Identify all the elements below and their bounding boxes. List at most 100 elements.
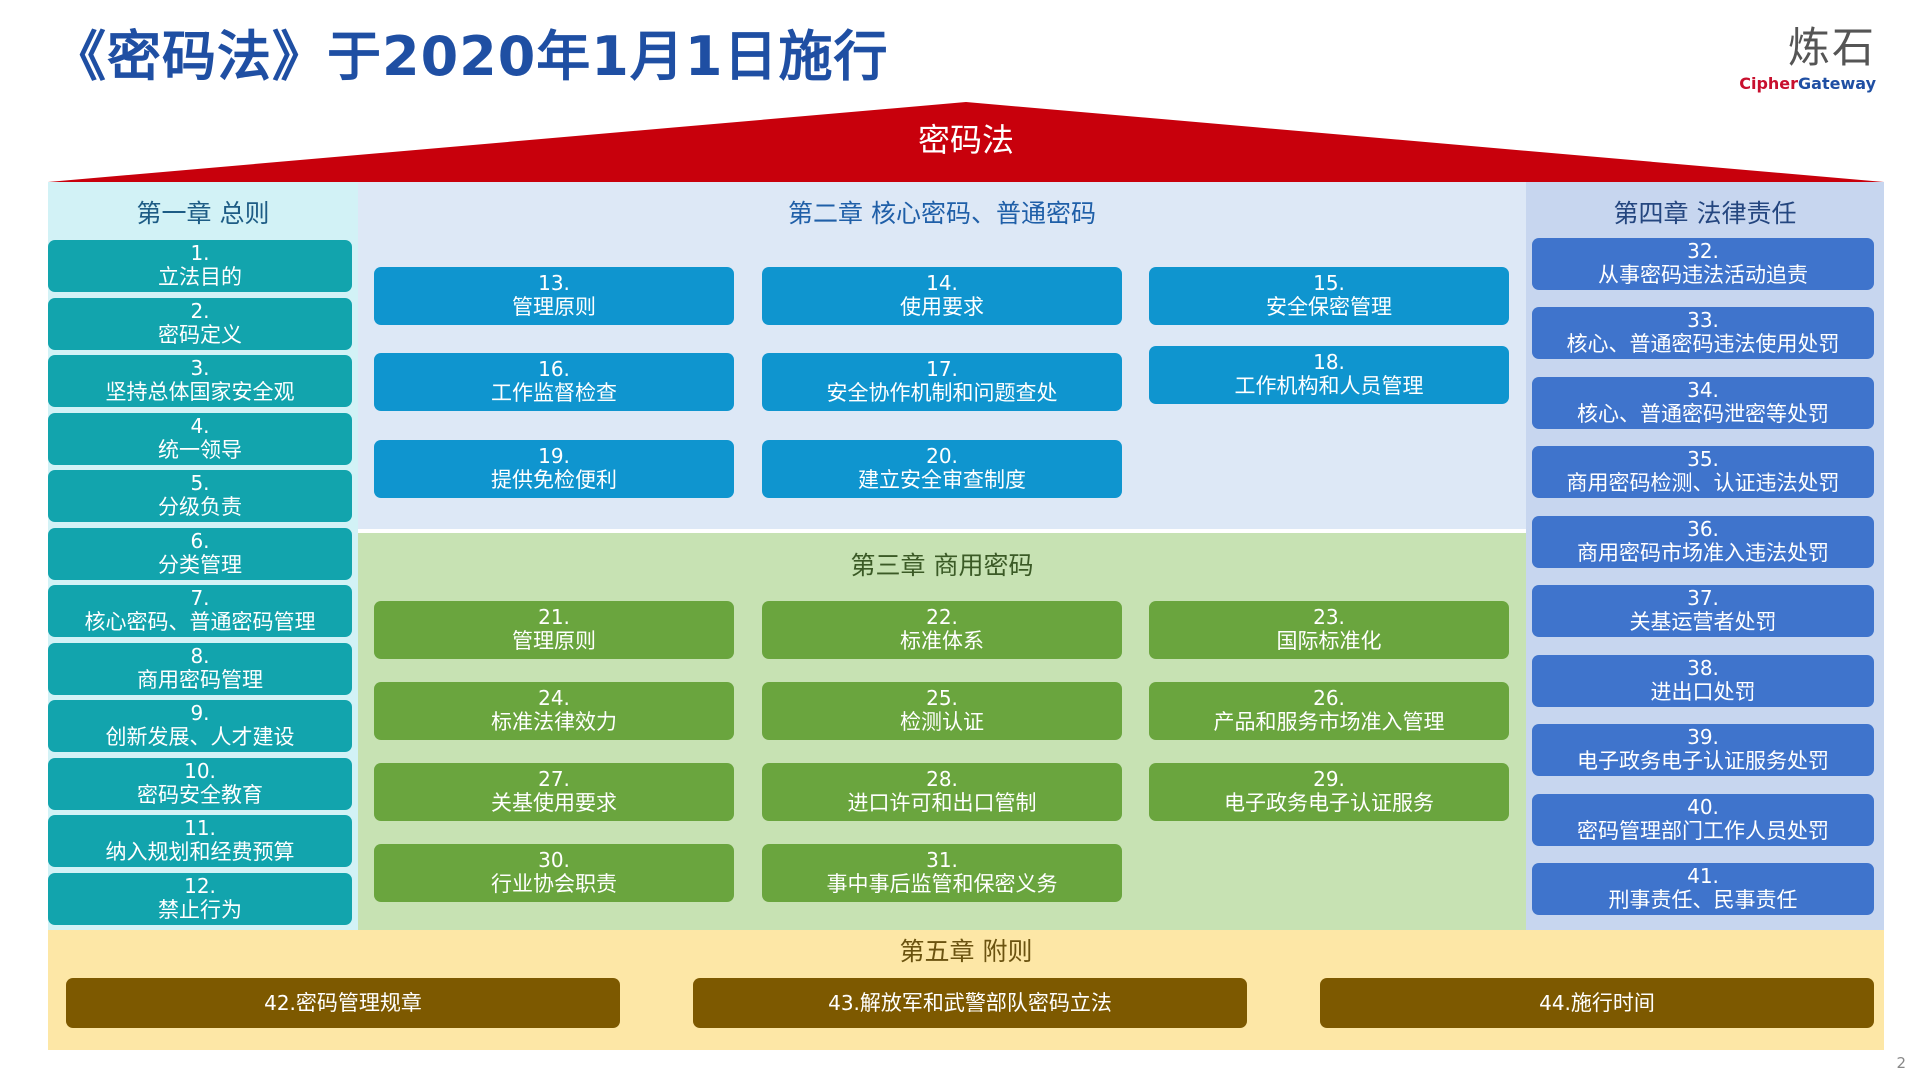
logo-english-text: CipherGateway <box>1739 74 1876 94</box>
article-box-39: 39.电子政务电子认证服务处罚 <box>1532 724 1874 776</box>
article-box-20: 20.建立安全审查制度 <box>762 440 1122 498</box>
article-box-43: 43.解放军和武警部队密码立法 <box>693 978 1247 1028</box>
article-box-5: 5.分级负责 <box>48 470 352 522</box>
article-number: 13. <box>538 271 570 295</box>
article-box-13: 13.管理原则 <box>374 267 734 325</box>
article-text: 核心、普通密码违法使用处罚 <box>1566 332 1840 356</box>
article-text: 工作机构和人员管理 <box>1234 374 1424 398</box>
article-box-37: 37.关基运营者处罚 <box>1532 585 1874 637</box>
article-number: 2. <box>190 299 210 323</box>
article-text: 密码定义 <box>158 323 242 347</box>
article-text: 立法目的 <box>158 265 242 289</box>
article-box-1: 1.立法目的 <box>48 240 352 292</box>
article-box-32: 32.从事密码违法活动追责 <box>1532 238 1874 290</box>
article-box-42: 42.密码管理规章 <box>66 978 620 1028</box>
article-text: 核心、普通密码泄密等处罚 <box>1577 402 1829 426</box>
article-text: 提供免检便利 <box>491 468 617 492</box>
article-number: 22. <box>926 605 958 629</box>
article-number: 19. <box>538 444 570 468</box>
article-text: 关基运营者处罚 <box>1629 610 1777 634</box>
article-box-14: 14.使用要求 <box>762 267 1122 325</box>
article-text: 检测认证 <box>900 710 984 734</box>
article-box-41: 41.刑事责任、民事责任 <box>1532 863 1874 915</box>
article-number: 38. <box>1687 656 1719 680</box>
article-text: 密码安全教育 <box>137 783 263 807</box>
article-number: 17. <box>926 357 958 381</box>
article-number: 39. <box>1687 725 1719 749</box>
article-text: 管理原则 <box>512 295 596 319</box>
chapter-2-title: 第二章 核心密码、普通密码 <box>788 199 1096 228</box>
article-text: 管理原则 <box>512 629 596 653</box>
article-text: 标准法律效力 <box>491 710 617 734</box>
article-text: 刑事责任、民事责任 <box>1608 888 1798 912</box>
article-text: 解放军和武警部队密码立法 <box>859 990 1112 1015</box>
article-number: 12. <box>184 874 216 898</box>
article-box-40: 40.密码管理部门工作人员处罚 <box>1532 794 1874 846</box>
chapter-4-title: 第四章 法律责任 <box>1613 199 1797 228</box>
article-number: 18. <box>1313 350 1345 374</box>
article-text: 商用密码管理 <box>137 668 263 692</box>
article-text: 统一领导 <box>158 438 242 462</box>
roof-shape <box>48 102 1884 182</box>
article-box-33: 33.核心、普通密码违法使用处罚 <box>1532 307 1874 359</box>
article-text: 商用密码市场准入违法处罚 <box>1577 541 1829 565</box>
article-number: 24. <box>538 686 570 710</box>
article-number: 8. <box>190 644 210 668</box>
article-text: 安全保密管理 <box>1266 295 1392 319</box>
article-text: 分类管理 <box>158 553 242 577</box>
article-number: 32. <box>1687 239 1719 263</box>
article-number: 16. <box>538 357 570 381</box>
article-box-2: 2.密码定义 <box>48 298 352 350</box>
article-number: 44. <box>1539 990 1571 1015</box>
article-box-22: 22.标准体系 <box>762 601 1122 659</box>
article-box-38: 38.进出口处罚 <box>1532 655 1874 707</box>
chapter-5-title: 第五章 附则 <box>899 937 1033 966</box>
company-logo: 炼石 CipherGateway <box>1706 24 1876 96</box>
article-text: 行业协会职责 <box>491 872 617 896</box>
article-box-7: 7.核心密码、普通密码管理 <box>48 585 352 637</box>
article-box-36: 36.商用密码市场准入违法处罚 <box>1532 516 1874 568</box>
article-number: 27. <box>538 767 570 791</box>
article-number: 36. <box>1687 517 1719 541</box>
article-text: 进出口处罚 <box>1650 680 1756 704</box>
article-box-26: 26.产品和服务市场准入管理 <box>1149 682 1509 740</box>
article-number: 26. <box>1313 686 1345 710</box>
article-number: 30. <box>538 848 570 872</box>
article-box-15: 15.安全保密管理 <box>1149 267 1509 325</box>
article-text: 关基使用要求 <box>491 791 617 815</box>
article-text: 核心密码、普通密码管理 <box>84 610 316 634</box>
article-number: 10. <box>184 759 216 783</box>
logo-chinese-text: 炼石 <box>1787 23 1876 72</box>
article-number: 25. <box>926 686 958 710</box>
article-box-29: 29.电子政务电子认证服务 <box>1149 763 1509 821</box>
article-text: 国际标准化 <box>1276 629 1382 653</box>
article-box-18: 18.工作机构和人员管理 <box>1149 346 1509 404</box>
article-text: 进口许可和出口管制 <box>847 791 1037 815</box>
chapter-2-3-divider <box>358 529 1526 533</box>
article-number: 31. <box>926 848 958 872</box>
article-box-31: 31.事中事后监管和保密义务 <box>762 844 1122 902</box>
article-text: 事中事后监管和保密义务 <box>826 872 1058 896</box>
article-box-12: 12.禁止行为 <box>48 873 352 925</box>
article-text: 产品和服务市场准入管理 <box>1213 710 1445 734</box>
article-number: 42. <box>264 990 296 1015</box>
article-text: 坚持总体国家安全观 <box>105 380 295 404</box>
article-number: 6. <box>190 529 210 553</box>
article-box-28: 28.进口许可和出口管制 <box>762 763 1122 821</box>
article-number: 14. <box>926 271 958 295</box>
article-text: 电子政务电子认证服务 <box>1224 791 1434 815</box>
article-text: 商用密码检测、认证违法处罚 <box>1566 471 1840 495</box>
article-text: 电子政务电子认证服务处罚 <box>1577 749 1829 773</box>
article-box-24: 24.标准法律效力 <box>374 682 734 740</box>
article-box-9: 9.创新发展、人才建设 <box>48 700 352 752</box>
article-text: 密码管理部门工作人员处罚 <box>1577 819 1829 843</box>
article-box-34: 34.核心、普通密码泄密等处罚 <box>1532 377 1874 429</box>
article-number: 1. <box>190 241 210 265</box>
article-box-30: 30.行业协会职责 <box>374 844 734 902</box>
roof-triangle <box>48 102 1884 182</box>
article-box-19: 19.提供免检便利 <box>374 440 734 498</box>
article-box-23: 23.国际标准化 <box>1149 601 1509 659</box>
article-box-11: 11.纳入规划和经费预算 <box>48 815 352 867</box>
article-box-17: 17.安全协作机制和问题查处 <box>762 353 1122 411</box>
article-number: 7. <box>190 586 210 610</box>
